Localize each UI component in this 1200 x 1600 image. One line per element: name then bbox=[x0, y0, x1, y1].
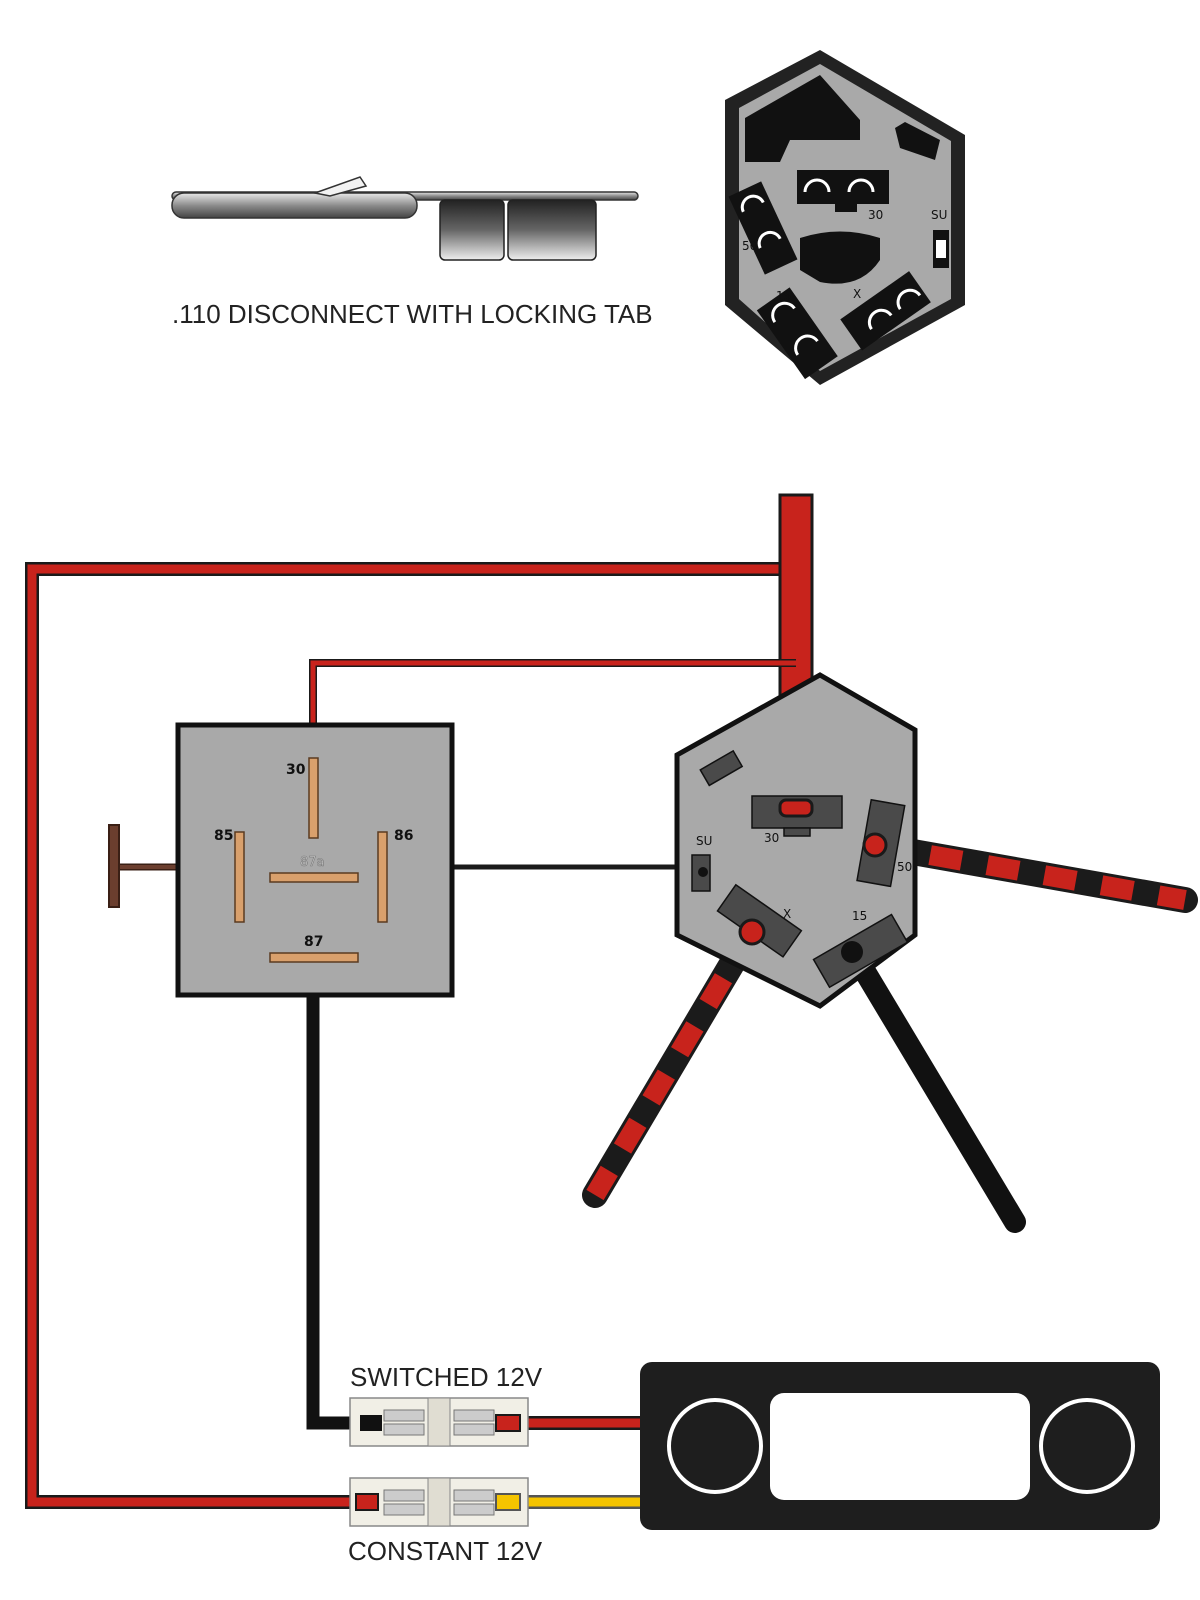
disconnect-caption: .110 DISCONNECT WITH LOCKING TAB bbox=[172, 299, 653, 329]
socket-label-15: 15 bbox=[776, 289, 791, 303]
socket-label-su: SU bbox=[931, 208, 947, 222]
switched-fuse-holder bbox=[349, 1397, 529, 1447]
relay-label-87: 87 bbox=[304, 934, 323, 950]
relay-label-86: 86 bbox=[394, 828, 413, 844]
radio-right-knob bbox=[1039, 1398, 1135, 1494]
socket-label-30: 30 bbox=[868, 208, 883, 222]
black-wire-87-to-switched bbox=[306, 960, 375, 1430]
disconnect-terminal-illustration bbox=[171, 176, 639, 261]
radio-display bbox=[770, 1393, 1030, 1500]
relay-pin-30 bbox=[308, 757, 319, 839]
relay-label-87a: 87a bbox=[300, 855, 325, 870]
striped-wire-x bbox=[582, 917, 765, 1208]
striped-wire-50 bbox=[860, 832, 1198, 913]
ignition-label-15: 15 bbox=[852, 909, 867, 923]
switched-12v-label: SWITCHED 12V bbox=[350, 1362, 543, 1392]
black-wire-15 bbox=[841, 939, 1026, 1233]
radio-left-knob bbox=[667, 1398, 763, 1494]
ignition-switch bbox=[674, 672, 918, 1009]
ignition-label-x: X bbox=[783, 907, 791, 921]
ignition-label-30: 30 bbox=[764, 831, 779, 845]
relay-label-85: 85 bbox=[214, 828, 233, 844]
ignition-label-su: SU bbox=[696, 834, 712, 848]
ignition-socket-illustration bbox=[725, 50, 965, 385]
relay-pin-85 bbox=[234, 831, 245, 923]
relay-pin-87 bbox=[269, 952, 359, 963]
relay-label-30: 30 bbox=[286, 762, 306, 778]
relay bbox=[175, 722, 455, 998]
relay-pin-86 bbox=[377, 831, 388, 923]
wires bbox=[25, 493, 1198, 1509]
socket-label-50: 50 bbox=[742, 239, 757, 253]
socket-label-x: X bbox=[853, 287, 861, 301]
radio bbox=[640, 1362, 1160, 1530]
constant-fuse-holder bbox=[349, 1477, 529, 1527]
relay-pin-87a bbox=[269, 872, 359, 883]
constant-12v-label: CONSTANT 12V bbox=[348, 1536, 543, 1566]
ignition-label-50: 50 bbox=[897, 860, 912, 874]
